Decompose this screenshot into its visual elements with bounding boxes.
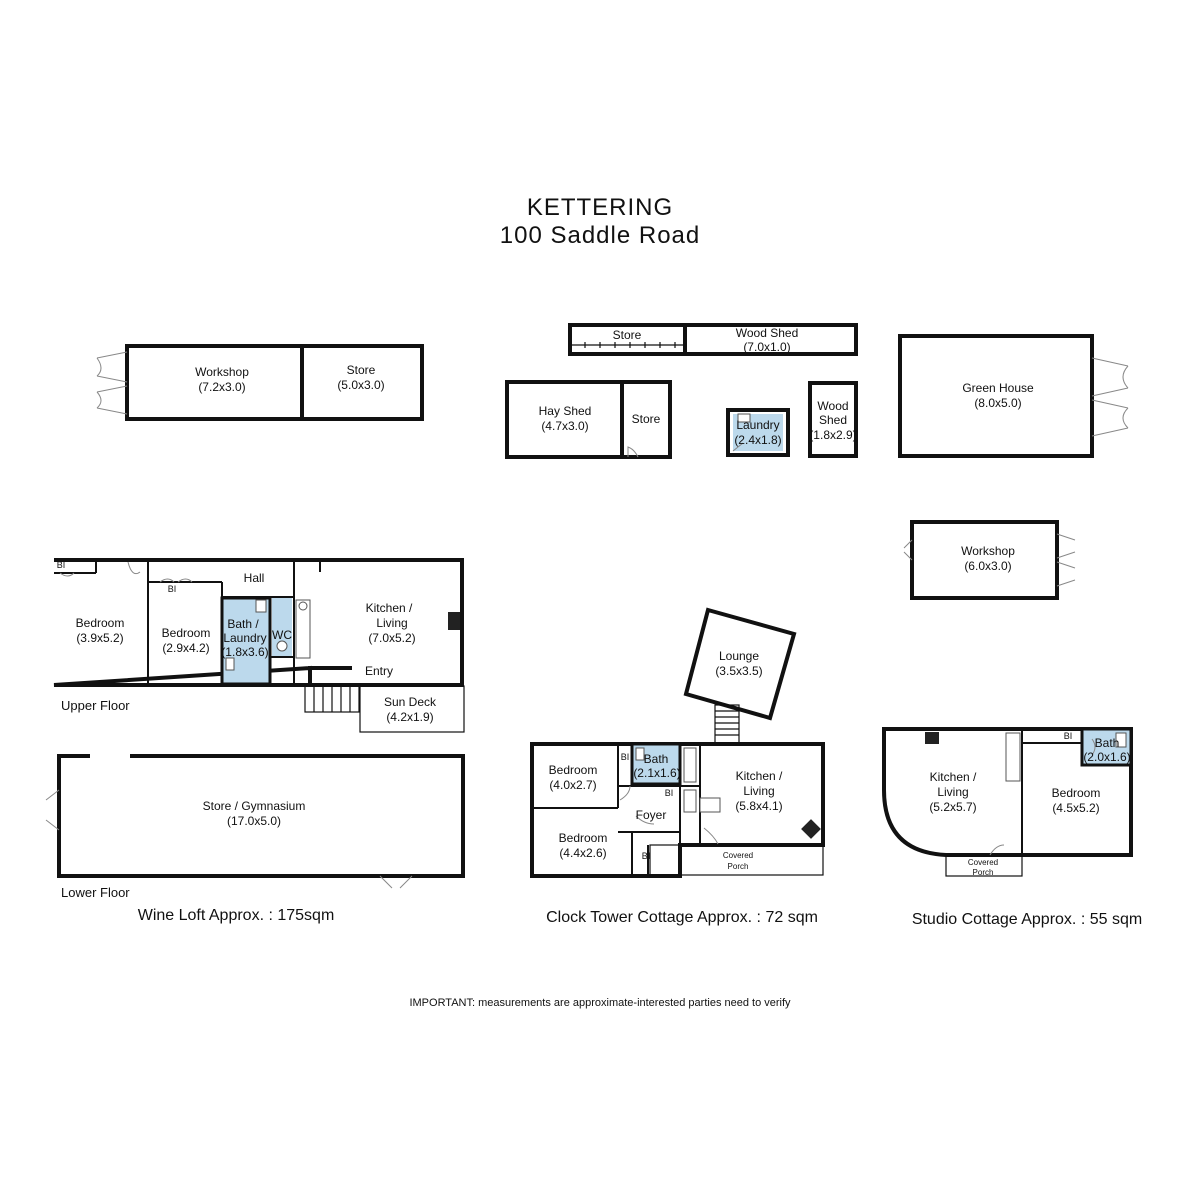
wood-shed-long-size: (7.0x1.0) [743, 340, 790, 354]
clock-lounge-size: (3.5x3.5) [715, 664, 762, 678]
studio-caption: Studio Cottage Approx. : 55 sqm [912, 911, 1142, 928]
plan-subtitle: 100 Saddle Road [500, 222, 700, 249]
wine-bath-size: (1.8x3.6) [221, 645, 268, 659]
workshop-east-name: Workshop [961, 544, 1015, 558]
clock-tower-caption: Clock Tower Cottage Approx. : 72 sqm [546, 909, 818, 926]
hay-shed-size: (4.7x3.0) [541, 419, 588, 433]
footer-note: IMPORTANT: measurements are approximate-… [409, 997, 791, 1009]
studio-kitchen-name1: Kitchen / [930, 770, 977, 784]
wine-bi2: BI [168, 584, 177, 594]
store-west-name: Store [347, 363, 376, 377]
wine-kitchen-name1: Kitchen / [366, 601, 413, 615]
clock-bi1: BI [621, 752, 630, 762]
workshop-west-size: (7.2x3.0) [198, 380, 245, 394]
wine-bath-name2: Laundry [223, 631, 266, 645]
studio-bath-name: Bath [1095, 736, 1120, 750]
clock-bi2: BI [665, 788, 674, 798]
store-west-size: (5.0x3.0) [337, 378, 384, 392]
wine-bedroom2-size: (2.9x4.2) [162, 641, 209, 655]
studio-kitchen-name2: Living [937, 785, 968, 799]
wood-shed-small-name2: Shed [819, 413, 847, 427]
wood-shed-long-name: Wood Shed [736, 326, 799, 340]
studio-cottage: Kitchen / Living (5.2x5.7) BI Bath (2.0x… [882, 727, 1142, 928]
studio-bath-size: (2.0x1.6) [1083, 750, 1130, 764]
wine-bedroom2-name: Bedroom [162, 626, 211, 640]
clock-bath-size: (2.1x1.6) [633, 766, 680, 780]
studio-porch-name2: Porch [973, 868, 994, 877]
wine-store-gym-size: (17.0x5.0) [227, 814, 281, 828]
green-house-building: Green House (8.0x5.0) [898, 334, 1129, 458]
studio-bedroom-size: (4.5x5.2) [1052, 801, 1099, 815]
plan-title: KETTERING [527, 194, 673, 221]
workshop-west-name: Workshop [195, 365, 249, 379]
studio-bedroom-name: Bedroom [1052, 786, 1101, 800]
clock-bedroom1-size: (4.0x2.7) [549, 778, 596, 792]
green-house-name: Green House [962, 381, 1034, 395]
wine-bedroom1-size: (3.9x5.2) [76, 631, 123, 645]
wine-bedroom1-name: Bedroom [76, 616, 125, 630]
wine-lower-floor-label: Lower Floor [61, 885, 130, 900]
clock-porch-name2: Porch [728, 862, 749, 871]
wine-bi1: BI [57, 560, 66, 570]
wine-loft-lower-floor: Store / Gymnasium (17.0x5.0) Lower Floor… [45, 754, 465, 924]
laundry-building: Laundry (2.4x1.8) [726, 408, 790, 457]
clock-foyer-label: Foyer [636, 808, 667, 822]
laundry-size: (2.4x1.8) [734, 433, 781, 447]
wine-store-gym-name: Store / Gymnasium [203, 799, 306, 813]
store-strip-name: Store [613, 328, 642, 342]
clock-bath-name: Bath [644, 752, 669, 766]
studio-bi: BI [1064, 731, 1073, 741]
wine-bath-name1: Bath / [227, 617, 259, 631]
hay-shed-building: Hay Shed (4.7x3.0) Store [505, 380, 672, 459]
clock-kitchen-name2: Living [743, 784, 774, 798]
clock-bi3: BI [642, 851, 651, 861]
wood-shed-small-name1: Wood [817, 399, 848, 413]
wood-shed-small-size: (1.8x2.9) [809, 428, 856, 442]
clock-bedroom2-name: Bedroom [559, 831, 608, 845]
clock-kitchen-size: (5.8x4.1) [735, 799, 782, 813]
laundry-name: Laundry [736, 418, 779, 432]
hay-shed-name: Hay Shed [539, 404, 592, 418]
clock-porch-name1: Covered [723, 851, 753, 860]
clock-kitchen-name1: Kitchen / [736, 769, 783, 783]
wine-entry-label: Entry [365, 664, 393, 678]
studio-kitchen-size: (5.2x5.7) [929, 800, 976, 814]
wine-loft-caption: Wine Loft Approx. : 175sqm [138, 907, 335, 924]
wine-upper-floor-label: Upper Floor [61, 698, 130, 713]
green-house-size: (8.0x5.0) [974, 396, 1021, 410]
clock-lounge-name: Lounge [719, 649, 759, 663]
clock-bedroom2-size: (4.4x2.6) [559, 846, 606, 860]
wine-kitchen-name2: Living [376, 616, 407, 630]
wine-wc-label: WC [272, 628, 292, 642]
clock-bedroom1-name: Bedroom [549, 763, 598, 777]
workshop-east-building: Workshop (6.0x3.0) [903, 520, 1076, 600]
wine-hall-label: Hall [244, 571, 265, 585]
wine-loft-stairs [304, 685, 360, 713]
wine-kitchen-size: (7.0x5.2) [368, 631, 415, 645]
wine-sundeck-name: Sun Deck [384, 695, 437, 709]
workshop-east-size: (6.0x3.0) [964, 559, 1011, 573]
wine-loft-upper-floor: BI BI Bedroom (3.9x5.2) Bedroom (2.9x4.2… [53, 558, 465, 733]
hay-store-name: Store [632, 412, 661, 426]
wine-sundeck-size: (4.2x1.9) [386, 710, 433, 724]
studio-porch-name1: Covered [968, 858, 998, 867]
wood-shed-strip: Store Wood Shed (7.0x1.0) [568, 323, 858, 356]
workshop-west-building: Workshop (7.2x3.0) Store (5.0x3.0) [96, 344, 424, 421]
wood-shed-small-building: Wood Shed (1.8x2.9) [808, 381, 858, 458]
clock-tower-cottage: Lounge (3.5x3.5) Bedroom (4.0x2.7) BI Ba… [530, 607, 825, 926]
